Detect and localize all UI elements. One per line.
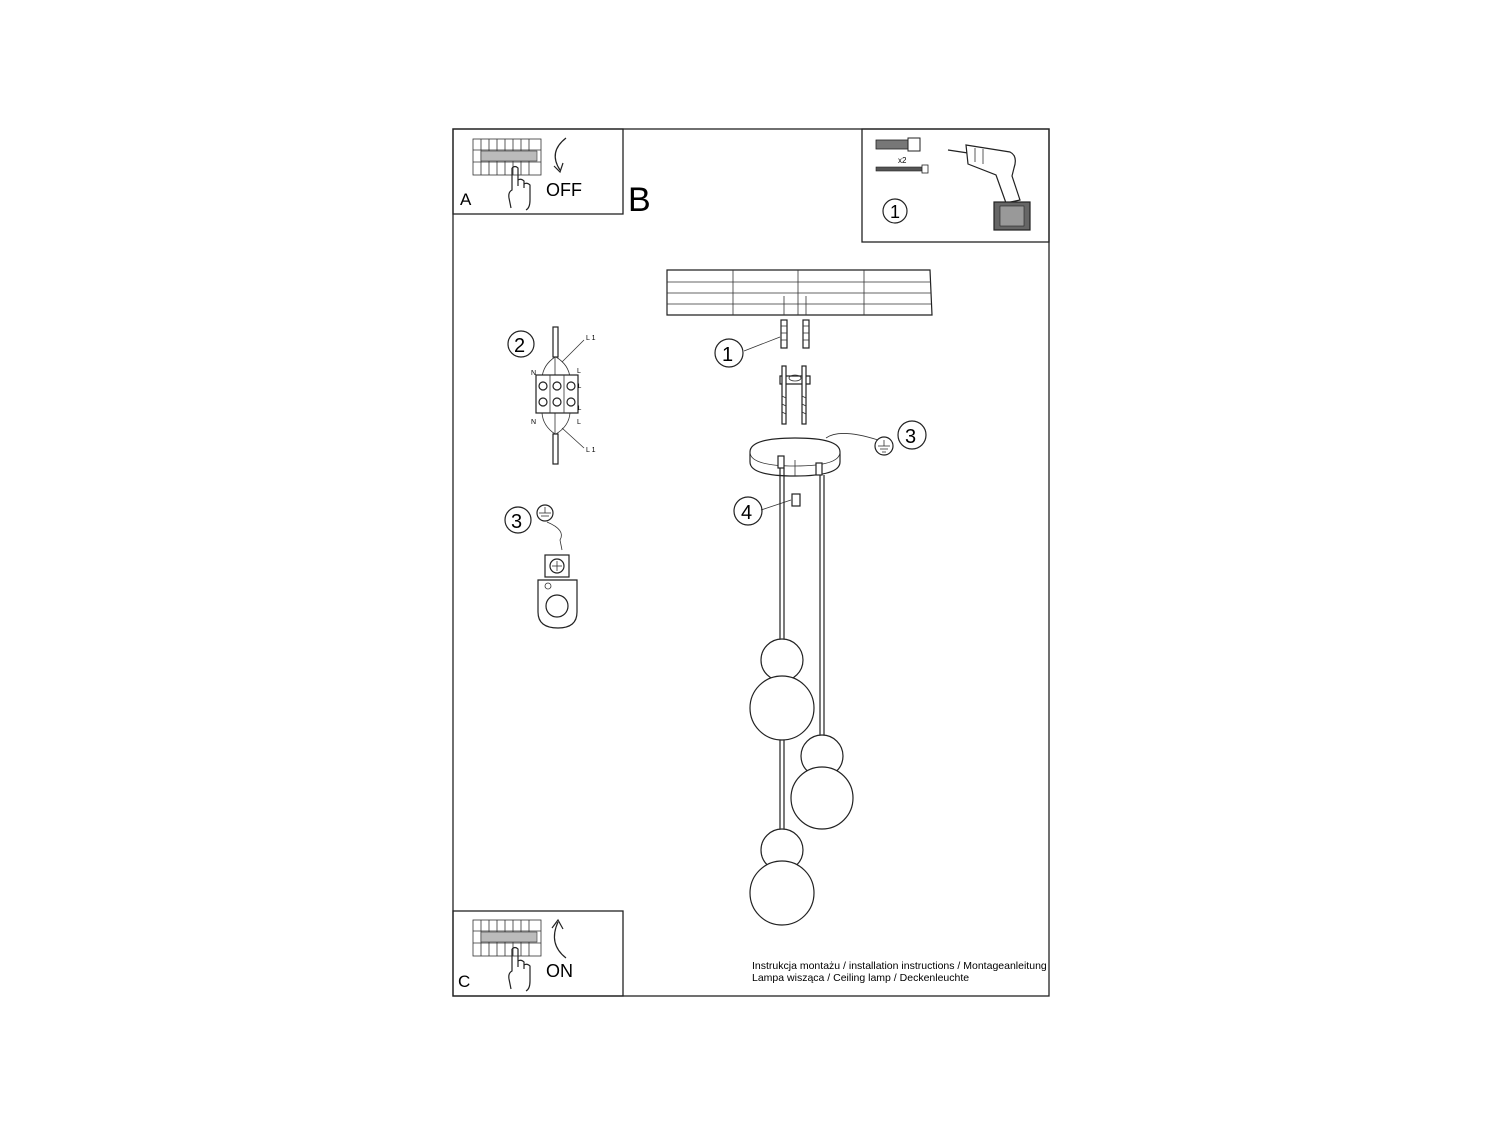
panel-a-box [452,128,624,215]
svg-text:L: L [578,384,582,390]
arrow-up-icon [553,921,567,959]
off-label: OFF [546,180,582,200]
breaker-box-icon [472,919,542,957]
quantity-label: x2 [898,156,907,165]
lamp-shade-bottom [749,828,815,926]
svg-text:2: 2 [514,335,525,357]
svg-text:1: 1 [890,202,900,222]
step-1-marker: 1 [882,198,908,224]
earth-symbol-icon [536,504,554,522]
tools-box: x2 1 [861,128,1050,243]
canopy [749,437,841,477]
panel-a-switch-off: A OFF [452,128,624,215]
on-label: ON [546,961,573,981]
panel-b-letter: B [628,181,651,219]
panel-a-letter: A [460,190,472,209]
earth-terminal-detail: 3 [504,504,578,629]
svg-text:N: N [531,370,536,377]
svg-text:L: L [577,368,581,375]
hand-icon [508,165,531,211]
lamp-shade-left [749,638,815,741]
arrow-down-icon [554,137,567,171]
screw-callout: 4 [733,493,801,526]
earth-callout: 3 [825,420,927,456]
panel-c-box [452,910,624,997]
lamp-shade-right [790,734,854,830]
mounting-bracket [779,365,811,425]
wiring-detail: 2 N N L L L 1 L 1 L L [507,326,596,465]
svg-text:L 1: L 1 [586,335,596,342]
svg-text:3: 3 [905,426,916,448]
svg-text:L 1: L 1 [586,447,596,454]
svg-text:3: 3 [511,511,522,533]
pendant-cables [779,468,825,830]
wall-plug-icon [875,137,921,152]
svg-text:4: 4 [741,502,752,524]
anchor-plugs [780,319,810,349]
hand-icon [508,946,531,992]
screw-icon [875,164,929,174]
drill-icon [947,144,1031,231]
step-2-marker: 2 [507,330,535,358]
ceiling-block [666,269,933,316]
step-3-marker: 3 [504,506,532,534]
footer-line-1: Instrukcja montażu / installation instru… [752,960,1047,972]
svg-text:N: N [531,419,536,426]
panel-c-letter: C [458,972,470,991]
svg-text:1: 1 [722,344,733,366]
breaker-box-icon [472,138,542,176]
svg-text:L: L [578,406,582,412]
step-1-callout: 1 [714,336,781,368]
sheet-border [452,128,1050,997]
panel-c-switch-on: C ON [452,910,624,997]
footer-line-2: Lampa wisząca / Ceiling lamp / Deckenleu… [752,972,969,984]
svg-text:L: L [577,419,581,426]
